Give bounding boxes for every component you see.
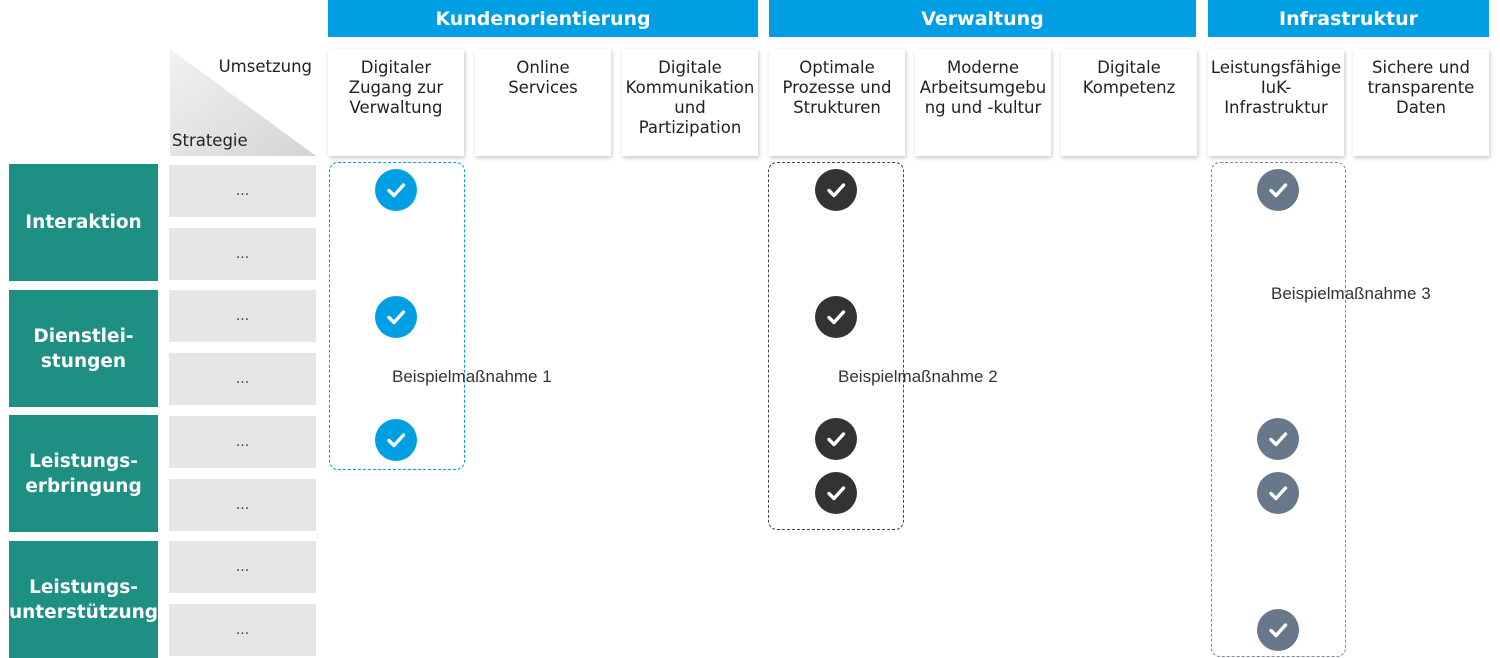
check-icon	[375, 169, 417, 211]
column-header-digitaler-zugang: Digitaler Zugang zur Verwaltung	[328, 49, 464, 156]
row-sub-item: ...	[169, 353, 316, 405]
row-sub-item: ...	[169, 541, 316, 593]
measure-frame-1	[329, 162, 465, 470]
check-icon	[815, 418, 857, 460]
group-header-verwaltung: Verwaltung	[769, 0, 1196, 37]
check-icon	[1257, 418, 1299, 460]
check-icon	[815, 169, 857, 211]
row-header-leistungserbringung: Leistungs- erbringung	[9, 415, 158, 532]
measure-label-3: Beispielmaßnahme 3	[1271, 284, 1431, 303]
row-sub-item: ...	[169, 290, 316, 342]
check-icon	[1257, 609, 1299, 651]
check-icon	[375, 296, 417, 338]
check-icon	[1257, 169, 1299, 211]
check-icon	[815, 472, 857, 514]
column-header-moderne-arbeitsumgebung: Moderne Arbeitsumgebu ng und -kultur	[915, 49, 1051, 156]
row-sub-item: ...	[169, 228, 316, 280]
column-header-online-services: Online Services	[475, 49, 611, 156]
check-icon	[815, 296, 857, 338]
measure-label-1: Beispielmaßnahme 1	[392, 367, 552, 386]
row-sub-item: ...	[169, 165, 316, 217]
measure-frame-3	[1211, 162, 1346, 657]
row-sub-item: ...	[169, 416, 316, 468]
corner-triangle	[170, 49, 316, 156]
check-icon	[375, 419, 417, 461]
row-sub-item: ...	[169, 604, 316, 656]
column-header-iuk-infrastruktur: Leistungsfähige IuK- Infrastruktur	[1208, 49, 1344, 156]
row-sub-item: ...	[169, 479, 316, 531]
measure-frame-2	[768, 162, 904, 530]
corner-label-umsetzung: Umsetzung	[218, 57, 312, 76]
row-header-dienstleistungen: Dienstlei- stungen	[9, 290, 158, 407]
row-header-leistungsunterstuetzung: Leistungs- unterstützung	[9, 541, 158, 658]
check-icon	[1257, 472, 1299, 514]
group-header-kundenorientierung: Kundenorientierung	[328, 0, 758, 37]
measure-label-2: Beispielmaßnahme 2	[838, 367, 998, 386]
group-header-infrastruktur: Infrastruktur	[1208, 0, 1489, 37]
column-header-digitale-kommunikation: Digitale Kommunikation und Partizipation	[622, 49, 758, 156]
column-header-sichere-daten: Sichere und transparente Daten	[1353, 49, 1489, 156]
column-header-optimale-prozesse: Optimale Prozesse und Strukturen	[769, 49, 905, 156]
column-header-digitale-kompetenz: Digitale Kompetenz	[1061, 49, 1197, 156]
row-header-interaktion: Interaktion	[9, 164, 158, 281]
corner-label-strategie: Strategie	[172, 131, 248, 150]
